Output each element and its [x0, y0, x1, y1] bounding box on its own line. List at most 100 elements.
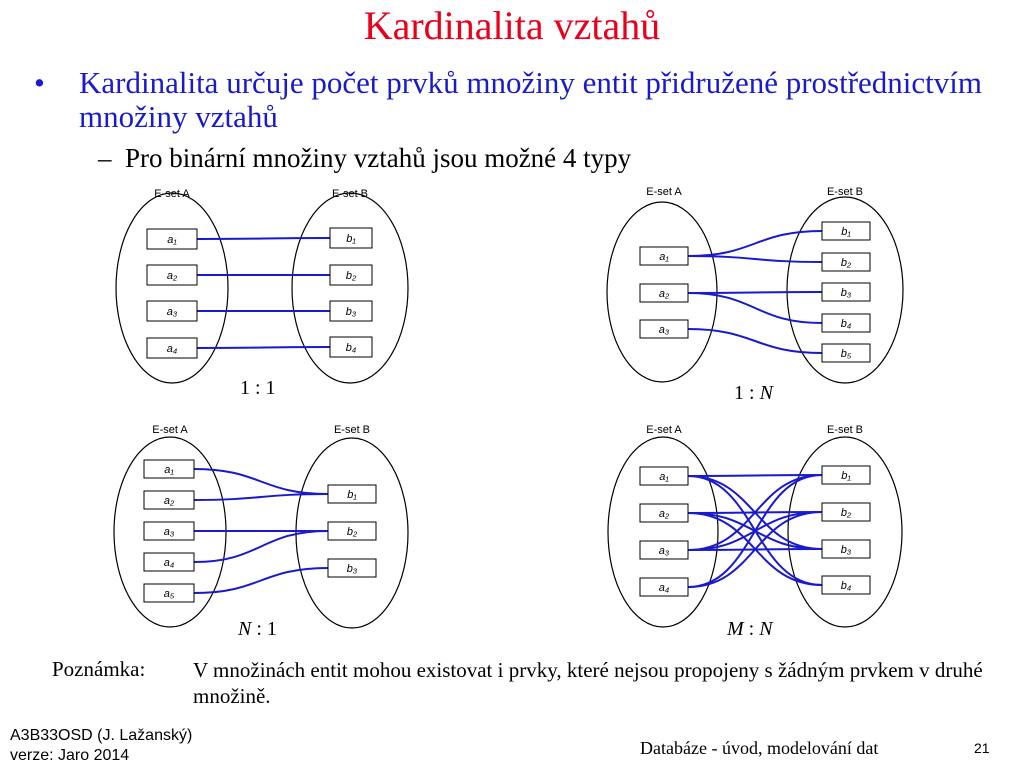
many_to_one-a-item: a₁: [164, 464, 174, 476]
one_to_many-set-a-label: E-set A: [646, 186, 682, 198]
many_to_one-b-item: b₂: [347, 526, 358, 538]
many_to_many-a-item: a₁: [659, 471, 669, 483]
many_to_one-link: [193, 493, 329, 501]
ratio-one-to-many-var: N: [759, 382, 773, 404]
ratio-many-to-one-suffix: : 1: [251, 618, 277, 640]
one_to_one-set-a-ellipse: [115, 192, 229, 384]
many_to_many-b-box: [821, 465, 871, 485]
footer-course: A3B33OSD (J. Lažanský) verze: Jaro 2014: [10, 726, 192, 766]
many_to_one-set-a-label: E-set A: [152, 424, 188, 436]
many_to_many-link: [687, 511, 823, 588]
one_to_one-set-a-label: E-set A: [154, 188, 190, 200]
many_to_many-set-a-ellipse: [607, 436, 719, 628]
one_to_one-b-box: [329, 264, 373, 286]
sub-bullet-text: Pro binární množiny vztahů jsou možné 4 …: [125, 143, 632, 173]
one_to_one-a-item: a₁: [167, 234, 177, 246]
one_to_one-b-box: [329, 227, 373, 249]
one_to_one-link: [196, 237, 331, 240]
many_to_many-a-box: [639, 466, 689, 486]
bullet-marker: •: [34, 65, 45, 100]
one_to_one-a-box: [146, 264, 198, 286]
one_to_many-a-item: a₂: [659, 288, 670, 300]
many_to_many-b-item: b₄: [841, 580, 852, 592]
one_to_many-b-item: b₂: [841, 257, 852, 269]
one_to_one-a-box: [146, 300, 198, 322]
many_to_many-a-item: a₄: [659, 582, 670, 594]
many_to_many-link: [687, 474, 823, 551]
ratio-many-to-many-var-right: N: [759, 618, 773, 640]
many_to_many-set-b-ellipse: [787, 436, 903, 628]
one_to_one-b-box: [329, 336, 373, 358]
one_to_one-b-box: [329, 300, 373, 322]
many_to_many-b-item: b₃: [841, 544, 852, 556]
ratio-one-to-many: 1 : N: [734, 382, 773, 405]
one_to_many-a-box: [639, 246, 689, 266]
many_to_one-b-box: [327, 558, 377, 578]
many_to_many-a-box: [639, 503, 689, 523]
many_to_one-a-item: a₃: [164, 526, 175, 538]
many_to_many-set-b-label: E-set B: [827, 424, 863, 436]
many_to_one-set-b-label: E-set B: [334, 424, 370, 436]
one_to_one-a-item: a₂: [167, 270, 178, 282]
many_to_one-a-box: [143, 583, 195, 603]
many_to_many-set-a-label: E-set A: [646, 424, 682, 436]
footer-topic: Databáze - úvod, modelování dat: [640, 738, 879, 758]
one_to_many-b-box: [821, 252, 871, 272]
many_to_one-b-item: b₃: [347, 563, 358, 575]
many_to_one-link: [193, 468, 329, 495]
note-label: Poznámka:: [52, 657, 146, 681]
one_to_one-a-box: [146, 228, 198, 250]
many_to_one-b-box: [327, 484, 377, 504]
one_to_one-set-b-label: E-set B: [332, 188, 368, 200]
footer-course-name: A3B33OSD (J. Lažanský): [10, 727, 193, 744]
many_to_many-link: [687, 474, 823, 588]
one_to_many-b-box: [821, 343, 871, 363]
ratio-one-to-many-prefix: 1 :: [734, 382, 760, 404]
sub-bullet-marker: –: [98, 143, 112, 173]
one_to_many-link: [687, 255, 823, 263]
one_to_many-set-b-label: E-set B: [827, 186, 863, 198]
many_to_many-a-box: [639, 577, 689, 597]
one_to_many-b-box: [821, 221, 871, 241]
one_to_one-a-item: a₄: [167, 343, 178, 355]
page-number: 21: [974, 740, 990, 756]
one_to_many-a-box: [639, 283, 689, 303]
one_to_many-b-item: b₅: [841, 348, 852, 360]
one_to_many-link: [687, 292, 823, 324]
many_to_many-b-box: [821, 502, 871, 522]
many_to_one-b-item: b₁: [347, 489, 357, 501]
one_to_many-link: [687, 328, 823, 354]
one_to_one-a-item: a₃: [167, 306, 178, 318]
one_to_one-b-item: b₃: [346, 306, 357, 318]
ratio-one-to-one: 1 : 1: [240, 377, 276, 399]
one_to_one-a-box: [146, 337, 198, 359]
many_to_many-link: [687, 474, 823, 477]
many_to_many-b-box: [821, 575, 871, 595]
one_to_many-link: [687, 291, 823, 294]
many_to_many-a-item: a₂: [659, 508, 670, 520]
many_to_one-a-item: a₄: [164, 557, 175, 569]
ratio-many-to-many-var-left: M: [727, 618, 744, 640]
one_to_many-a-box: [639, 319, 689, 339]
many_to_one-a-box: [143, 521, 195, 541]
many_to_many-a-box: [639, 540, 689, 560]
many_to_one-a-item: a₂: [164, 495, 175, 507]
ratio-many-to-one-var: N: [238, 618, 252, 640]
one_to_one-b-item: b₂: [346, 270, 357, 282]
note-text: V množinách entit mohou existovat i prvk…: [193, 658, 983, 708]
many_to_one-a-box: [143, 459, 195, 479]
one_to_many-link: [687, 230, 823, 257]
ratio-many-to-one: N : 1: [238, 618, 277, 641]
one_to_one-b-item: b₄: [346, 342, 357, 354]
footer-version: verze: Jaro 2014: [10, 747, 130, 764]
many_to_one-link: [193, 567, 329, 594]
many_to_one-a-box: [143, 490, 195, 510]
many_to_one-b-box: [327, 521, 377, 541]
one_to_one-link: [196, 346, 331, 349]
many_to_many-b-item: b₂: [841, 507, 852, 519]
many_to_one-a-box: [143, 552, 195, 572]
bullet-text: Kardinalita určuje počet prvků množiny e…: [79, 65, 983, 134]
many_to_one-link: [193, 530, 329, 563]
many_to_many-a-item: a₃: [659, 545, 670, 557]
